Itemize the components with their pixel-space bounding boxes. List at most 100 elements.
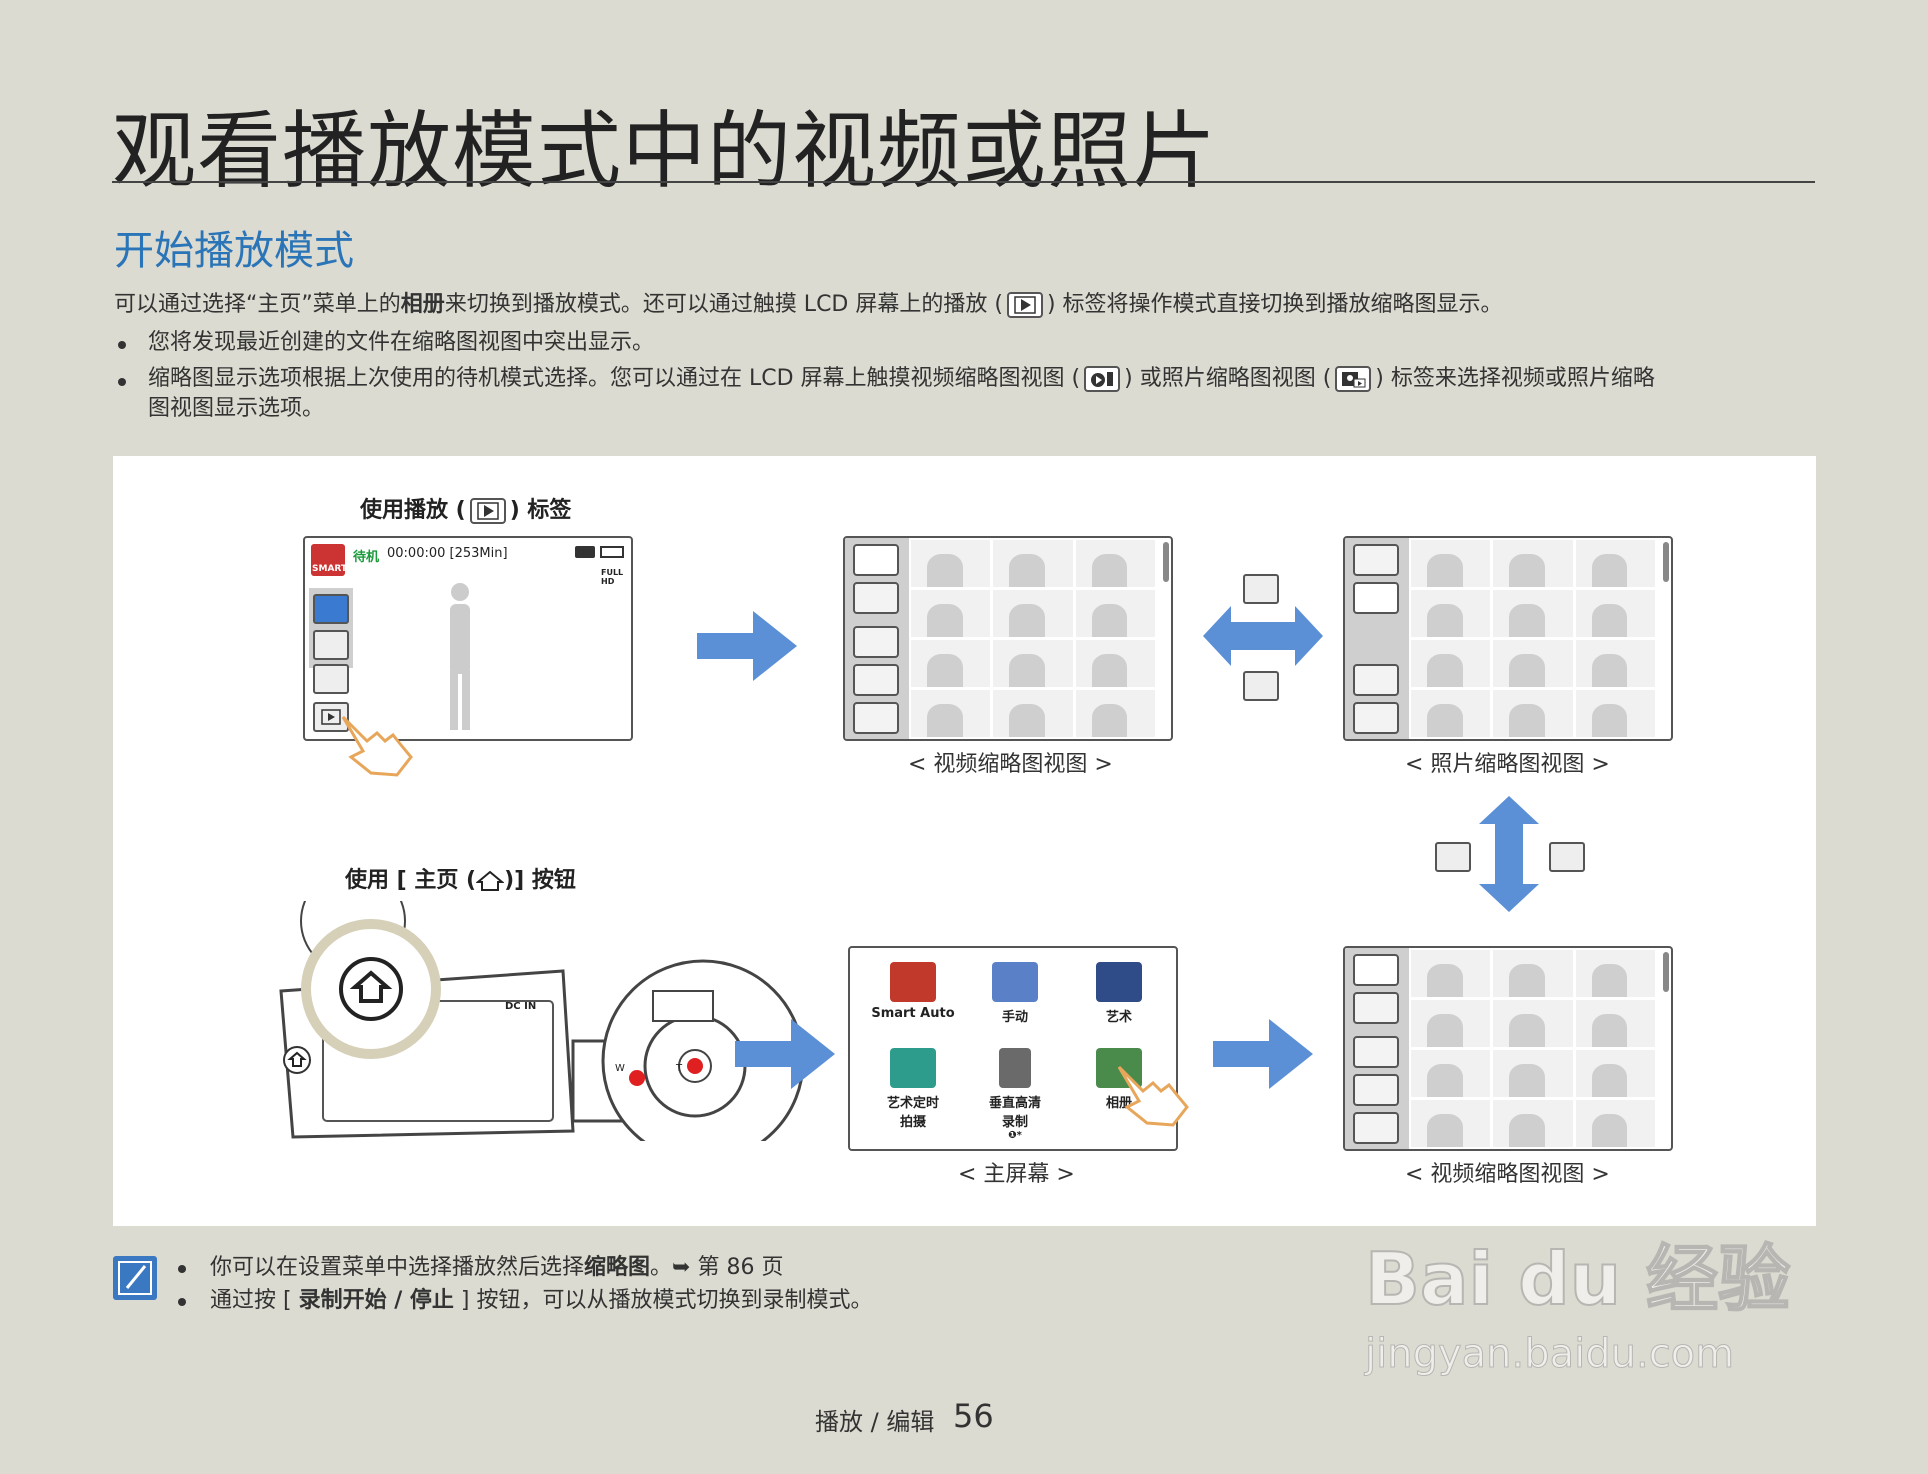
thumbnail[interactable] [1575, 690, 1655, 737]
arrow-right-icon [1213, 1019, 1313, 1089]
thumbnail[interactable] [1411, 640, 1491, 687]
standby-screen: SMART 待机 00:00:00 [253Min] FULL HD [303, 536, 633, 741]
video-mode-icon[interactable] [313, 594, 349, 624]
thumbnail[interactable] [911, 540, 991, 587]
thumbnail-grid [909, 538, 1157, 739]
thumbnail[interactable] [1493, 540, 1573, 587]
menu-art[interactable]: 艺术 [1064, 962, 1174, 1025]
scrollbar[interactable] [1663, 542, 1669, 582]
double-arrow-icon [1203, 606, 1323, 666]
scrollbar[interactable] [1163, 542, 1169, 582]
note-2: 通过按 [ 录制开始 / 停止 ] 按钮，可以从播放模式切换到录制模式。 [210, 1286, 873, 1316]
grid-view-icon[interactable] [853, 626, 899, 658]
thumbnail[interactable] [1493, 640, 1573, 687]
thumbnail[interactable] [1493, 1000, 1573, 1047]
thumbnail[interactable] [1575, 1050, 1655, 1097]
thumbnail[interactable] [1411, 1000, 1491, 1047]
thumbnail[interactable] [1493, 690, 1573, 737]
thumbnail[interactable] [993, 690, 1073, 737]
watermark-brand: Bai du 经验 [1364, 1236, 1791, 1322]
thumbnail[interactable] [1411, 1100, 1491, 1147]
menu-label: 艺术 [1105, 1010, 1132, 1025]
menu-smart-auto[interactable]: Smart Auto [858, 962, 968, 1021]
thumbnail[interactable] [1411, 1050, 1491, 1097]
grid-view-icon[interactable] [1353, 1036, 1399, 1068]
camera-icon[interactable] [313, 630, 349, 660]
trash-icon[interactable] [1353, 1074, 1399, 1106]
thumbnail[interactable] [1411, 950, 1491, 997]
trash-icon[interactable] [1353, 664, 1399, 696]
full-hd-icon: FULL HD [601, 568, 624, 586]
thumbnail[interactable] [1575, 540, 1655, 587]
video-thumb-tab-icon[interactable] [853, 544, 899, 576]
diagram-panel: 使用播放 () 标签 SMART 待机 00:00:00 [253Min] FU… [113, 456, 1816, 1226]
thumbnail[interactable] [1493, 590, 1573, 637]
footer-section: 播放 / 编辑 [815, 1408, 935, 1436]
manual-icon [992, 962, 1038, 1002]
home-icon [475, 870, 505, 891]
thumbnail[interactable] [993, 540, 1073, 587]
thumbnail[interactable] [1575, 640, 1655, 687]
bullet-2-text-2: ) 或照片缩略图视图 ( [1124, 366, 1332, 391]
thumbnail[interactable] [1493, 950, 1573, 997]
bullet-2-line-2: 图视图显示选项。 [148, 396, 325, 421]
video-thumb-tab-icon[interactable] [1353, 954, 1399, 986]
thumbnail[interactable] [911, 640, 991, 687]
video-thumb-tab-icon[interactable] [1353, 544, 1399, 576]
double-arrow-vertical-icon [1479, 796, 1539, 912]
thumbnail[interactable] [1493, 1100, 1573, 1147]
menu-label: 手动 [1001, 1010, 1028, 1025]
camera-icon[interactable] [1353, 702, 1399, 734]
thumbnail[interactable] [911, 690, 991, 737]
record-button[interactable] [629, 1070, 645, 1086]
label-play-tab-text-1: 使用播放 ( [360, 498, 466, 523]
thumbnail[interactable] [993, 640, 1073, 687]
video-thumb-tab-icon [1084, 366, 1121, 392]
menu-manual[interactable]: 手动 [960, 962, 1070, 1025]
photo-thumb-tab-icon[interactable] [853, 582, 899, 614]
zoom-icon[interactable] [313, 664, 349, 694]
smart-auto-icon [311, 544, 345, 576]
play-tab-icon [1006, 292, 1043, 318]
thumbnail[interactable] [1575, 950, 1655, 997]
section-title: 开始播放模式 [114, 228, 354, 274]
caption-video-thumb: < 视频缩略图视图 > [908, 752, 1113, 777]
zoom-t-label: T [676, 1063, 683, 1074]
bullet-dot [178, 1298, 186, 1306]
zoom-w-label: W [615, 1063, 625, 1074]
thumbnail[interactable] [1575, 1100, 1655, 1147]
scrollbar[interactable] [1663, 952, 1669, 992]
thumbnail[interactable] [1411, 540, 1491, 587]
play-tab-icon [469, 498, 506, 524]
thumbnail[interactable] [1075, 690, 1155, 737]
trash-icon[interactable] [853, 664, 899, 696]
thumbnail[interactable] [1075, 640, 1155, 687]
menu-label: Smart Auto [871, 1006, 955, 1021]
label-home-text-1: 使用 [ 主页 ( [345, 868, 477, 893]
label-play-tab: 使用播放 () 标签 [360, 492, 571, 524]
note-1-bold: 缩略图 [584, 1255, 651, 1280]
thumbnail[interactable] [1575, 590, 1655, 637]
label-home-text-2: )] 按钮 [504, 868, 576, 893]
video-mode-icon[interactable] [1353, 1112, 1399, 1144]
thumbnail[interactable] [1493, 1050, 1573, 1097]
thumbnail[interactable] [1075, 590, 1155, 637]
art-icon [1096, 962, 1142, 1002]
thumbnail[interactable] [1575, 1000, 1655, 1047]
video-thumbnail-screen [843, 536, 1173, 741]
menu-time-lapse[interactable]: 艺术定时 拍摄 [858, 1048, 968, 1130]
video-mode-icon[interactable] [853, 702, 899, 734]
thumbnail[interactable] [1411, 690, 1491, 737]
thumbnail[interactable] [1411, 590, 1491, 637]
thumbnail[interactable] [1075, 540, 1155, 587]
thumbnail[interactable] [911, 590, 991, 637]
photo-thumb-tab-icon[interactable] [1353, 582, 1399, 614]
photo-thumb-tab-icon[interactable] [1353, 992, 1399, 1024]
home-button[interactable] [339, 957, 403, 1021]
small-home-button[interactable] [283, 1046, 311, 1074]
caption-video-thumb-2: < 视频缩略图视图 > [1405, 1162, 1610, 1187]
page-title: 观看播放模式中的视频或照片 [112, 102, 1218, 200]
note-2-text-2: ] 按钮，可以从播放模式切换到录制模式。 [453, 1288, 873, 1313]
thumbnail[interactable] [993, 590, 1073, 637]
